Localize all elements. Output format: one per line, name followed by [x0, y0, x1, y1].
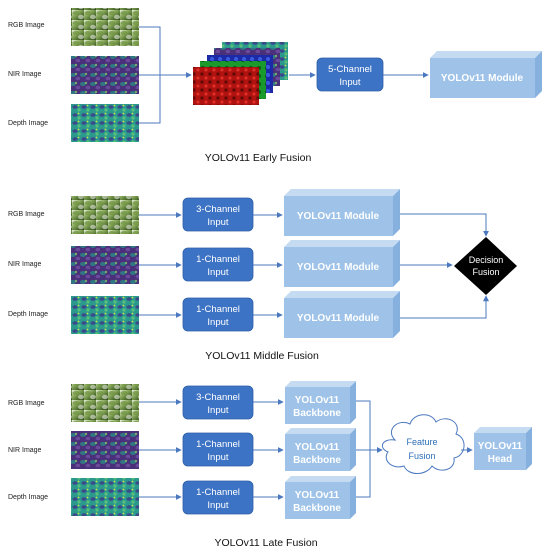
early-connector-rgb	[139, 26, 161, 118]
late-input-nir-line2: Input	[207, 452, 228, 463]
middle-connector-to-decision-top	[400, 213, 489, 237]
feature-fusion-line1: Feature	[406, 437, 437, 447]
feature-fusion-cloud	[381, 414, 465, 474]
late-backbone-depth-line2: Backbone	[293, 503, 341, 514]
stacked-channels-image	[193, 42, 288, 105]
early-input-line2: Input	[339, 77, 360, 88]
late-input-nir-line1: 1-Channel	[196, 439, 240, 450]
middle-yolo-module-block-depth	[284, 291, 400, 338]
middle-module-label-depth: YOLOv11 Module	[297, 313, 380, 324]
early-fusion-caption: YOLOv11 Early Fusion	[205, 152, 312, 164]
early-rgb-image	[71, 8, 139, 46]
middle-input-nir-line2: Input	[207, 267, 228, 278]
late-backbone-nir-line1: YOLOv11	[295, 442, 340, 453]
middle-label-depth: Depth Image	[8, 311, 48, 318]
middle-input-depth-line2: Input	[207, 317, 228, 328]
late-backbone-nir-line2: Backbone	[293, 455, 341, 466]
late-backbone-block-nir	[285, 428, 356, 471]
late-backbone-rgb-line2: Backbone	[293, 408, 341, 419]
late-label-depth: Depth Image	[8, 494, 48, 501]
late-backbone-depth-line1: YOLOv11	[295, 490, 340, 501]
late-input-rgb-line2: Input	[207, 405, 228, 416]
middle-connector-to-decision-bottom	[400, 295, 489, 319]
middle-yolo-module-block-rgb	[284, 189, 400, 236]
feature-fusion-line2: Fusion	[408, 451, 435, 461]
early-depth-image	[71, 104, 139, 142]
late-rgb-image	[71, 384, 139, 422]
late-backbone-block-rgb	[285, 381, 356, 424]
middle-label-nir: NIR Image	[8, 261, 42, 268]
late-depth-image	[71, 478, 139, 516]
late-input-rgb-line1: 3-Channel	[196, 392, 240, 403]
late-head-block	[474, 427, 532, 470]
early-fusion-section: RGB Image NIR Image Depth Image 5-Channe…	[8, 8, 542, 164]
late-backbone-block-depth	[285, 476, 356, 519]
late-nir-image	[71, 431, 139, 469]
middle-input-rgb-line1: 3-Channel	[196, 204, 240, 215]
early-nir-image	[71, 56, 139, 94]
decision-fusion-diamond	[454, 237, 517, 295]
late-label-rgb: RGB Image	[8, 400, 45, 407]
late-head-line2: Head	[488, 454, 512, 465]
middle-module-label-rgb: YOLOv11 Module	[297, 211, 380, 222]
middle-yolo-module-block-nir	[284, 240, 400, 287]
late-merge-bracket	[356, 400, 371, 498]
decision-fusion-line2: Fusion	[472, 267, 499, 277]
early-connector-depth	[139, 118, 161, 124]
middle-fusion-caption: YOLOv11 Middle Fusion	[205, 350, 319, 362]
early-module-label: YOLOv11 Module	[441, 73, 524, 84]
middle-input-nir-line1: 1-Channel	[196, 254, 240, 265]
middle-label-rgb: RGB Image	[8, 211, 45, 218]
early-label-nir: NIR Image	[8, 71, 42, 78]
late-backbone-rgb-line1: YOLOv11	[295, 395, 340, 406]
middle-input-depth-line1: 1-Channel	[196, 304, 240, 315]
middle-depth-image	[71, 296, 139, 334]
late-fusion-caption: YOLOv11 Late Fusion	[214, 537, 317, 549]
late-label-nir: NIR Image	[8, 447, 42, 454]
middle-nir-image	[71, 246, 139, 284]
late-head-line1: YOLOv11	[478, 441, 523, 452]
middle-fusion-section: RGB Image NIR Image Depth Image 3-Channe…	[8, 189, 517, 362]
middle-module-label-nir: YOLOv11 Module	[297, 262, 380, 273]
early-yolo-module-block	[430, 51, 542, 98]
middle-rgb-image	[71, 196, 139, 234]
late-input-depth-line2: Input	[207, 500, 228, 511]
early-label-depth: Depth Image	[8, 120, 48, 127]
decision-fusion-line1: Decision	[469, 255, 504, 265]
late-input-depth-line1: 1-Channel	[196, 487, 240, 498]
middle-input-rgb-line2: Input	[207, 217, 228, 228]
early-input-line1: 5-Channel	[328, 64, 372, 75]
late-fusion-section: RGB Image NIR Image Depth Image 3-Channe…	[8, 381, 532, 549]
early-label-rgb: RGB Image	[8, 22, 45, 29]
